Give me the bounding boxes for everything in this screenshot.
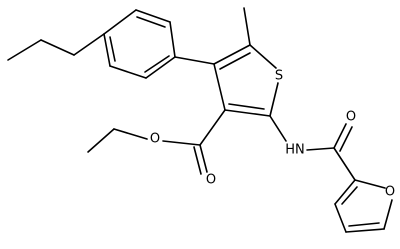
- furan-c2-o: [354, 179, 386, 189]
- amide-carbonyl-oxygen-label: O: [346, 110, 356, 125]
- phenyl-bond-3: [169, 21, 176, 58]
- bond-carbonyl-furan: [333, 147, 356, 181]
- furan-c5-c4-double: [348, 222, 380, 227]
- bond-c2-nh: [269, 115, 287, 142]
- furan-oxygen-label: O: [385, 185, 395, 200]
- phenyl-bond-2: [135, 9, 171, 23]
- phenyl-double-1: [136, 16, 166, 28]
- bond-aryl-thiophene: [174, 56, 215, 65]
- bond-ch2-ch2: [40, 39, 75, 56]
- phenyl-bond-5: [109, 65, 147, 79]
- thiophene-c5-s: [249, 44, 277, 69]
- bond-ester-c-double-o: [199, 144, 208, 173]
- furoyl-amide: [269, 115, 356, 181]
- furan-c5-c4: [345, 228, 385, 233]
- bond-ester-c-double-o-2: [193, 146, 202, 175]
- amide-nitrogen-label: HN: [285, 143, 305, 158]
- bond-ester-c-o: [162, 140, 201, 146]
- phenyl-bond-6: [103, 33, 111, 67]
- bond-amide-c-double-o-2: [339, 126, 353, 152]
- thiophene-c4-c5-double: [219, 52, 251, 70]
- thiophene-s-c2: [269, 82, 279, 117]
- ethyl-ester: [87, 109, 226, 175]
- bond-ch2-ch3: [87, 128, 115, 153]
- thiophene-c2-c3-double: [228, 103, 265, 110]
- propyl-chain: [7, 33, 105, 61]
- furan-c3-c2: [334, 179, 356, 205]
- phenyl-bond-4: [145, 56, 176, 79]
- phenyl-ring: [103, 9, 176, 79]
- bond-methyl: [243, 7, 251, 46]
- phenyl-double-3: [109, 36, 116, 62]
- bond-o-ch2: [113, 128, 148, 140]
- ester-ether-oxygen-label: O: [150, 132, 160, 147]
- phenyl-double-2: [144, 55, 170, 73]
- ester-carbonyl-oxygen-label: O: [206, 173, 216, 188]
- bond-c3-carbonyl: [199, 109, 226, 146]
- bond-ch2-aryl: [73, 33, 105, 56]
- furan-o-c5: [383, 199, 393, 230]
- furan-c3-c2-double: [341, 186, 358, 205]
- phenyl-bond-1: [103, 9, 137, 35]
- thiophene-ring: [213, 44, 279, 117]
- bond-nh-carbonyl: [306, 147, 335, 151]
- thiophene-c3-c4: [213, 63, 226, 111]
- sulfur-label: S: [275, 69, 283, 84]
- bond-amide-c-double-o: [333, 123, 347, 149]
- thiophene-c4-c5: [213, 44, 251, 65]
- bond-ch3-ch2: [7, 39, 42, 61]
- furan-c4-c3: [334, 203, 347, 233]
- furan-ring: [334, 179, 393, 233]
- thiophene-c2-c3: [224, 109, 271, 117]
